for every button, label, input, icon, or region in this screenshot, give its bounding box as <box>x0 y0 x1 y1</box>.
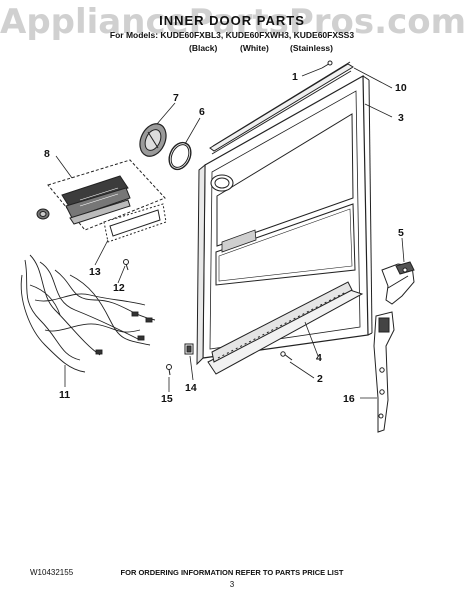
callout-12: 12 <box>113 282 125 294</box>
callout-13: 13 <box>89 266 101 278</box>
dispenser-cap <box>139 123 167 157</box>
callout-11: 11 <box>59 389 70 401</box>
leader-lines <box>55 67 405 399</box>
screw-part-2 <box>280 351 293 361</box>
wiring-harness <box>20 254 156 373</box>
doc-number: W10432155 <box>30 568 74 577</box>
callout-labels: 1 2 3 4 5 6 7 8 10 11 12 13 14 15 16 <box>44 71 407 405</box>
callout-10: 10 <box>395 82 407 94</box>
finish-white: (White) <box>240 43 269 53</box>
clip-part-14 <box>184 343 194 355</box>
callout-4: 4 <box>316 352 322 364</box>
callout-6: 6 <box>199 106 205 118</box>
callout-16: 16 <box>343 393 355 405</box>
models-line: For Models: KUDE60FXBL3, KUDE60FXWH3, KU… <box>109 30 355 40</box>
watermark: AppliancePartsPros.com <box>0 2 464 42</box>
callout-14: 14 <box>185 382 197 394</box>
finish-black: (Black) <box>189 43 218 53</box>
screw-part-1 <box>321 60 333 69</box>
finish-stainless: (Stainless) <box>290 43 333 53</box>
inner-door-panel <box>196 74 373 366</box>
callout-2: 2 <box>317 373 323 385</box>
top-seal-strip <box>209 61 354 155</box>
page-number: 3 <box>229 580 235 589</box>
callout-1: 1 <box>292 71 298 83</box>
screw-part-12 <box>123 259 129 271</box>
callout-15: 15 <box>161 393 173 405</box>
bottom-trim-rail <box>207 281 364 375</box>
gasket-ring <box>168 141 192 171</box>
callout-5: 5 <box>398 227 404 239</box>
ordering-note: FOR ORDERING INFORMATION REFER TO PARTS … <box>120 568 344 577</box>
screw-part-15 <box>166 364 172 376</box>
cover-plate <box>103 203 167 243</box>
callout-7: 7 <box>173 92 179 104</box>
hinge-bracket <box>381 261 415 305</box>
door-link-arm <box>373 311 395 433</box>
control-module <box>47 159 166 231</box>
knob <box>36 208 50 220</box>
callout-8: 8 <box>44 148 50 160</box>
callout-3: 3 <box>398 112 404 124</box>
page-title: INNER DOOR PARTS <box>159 13 305 28</box>
